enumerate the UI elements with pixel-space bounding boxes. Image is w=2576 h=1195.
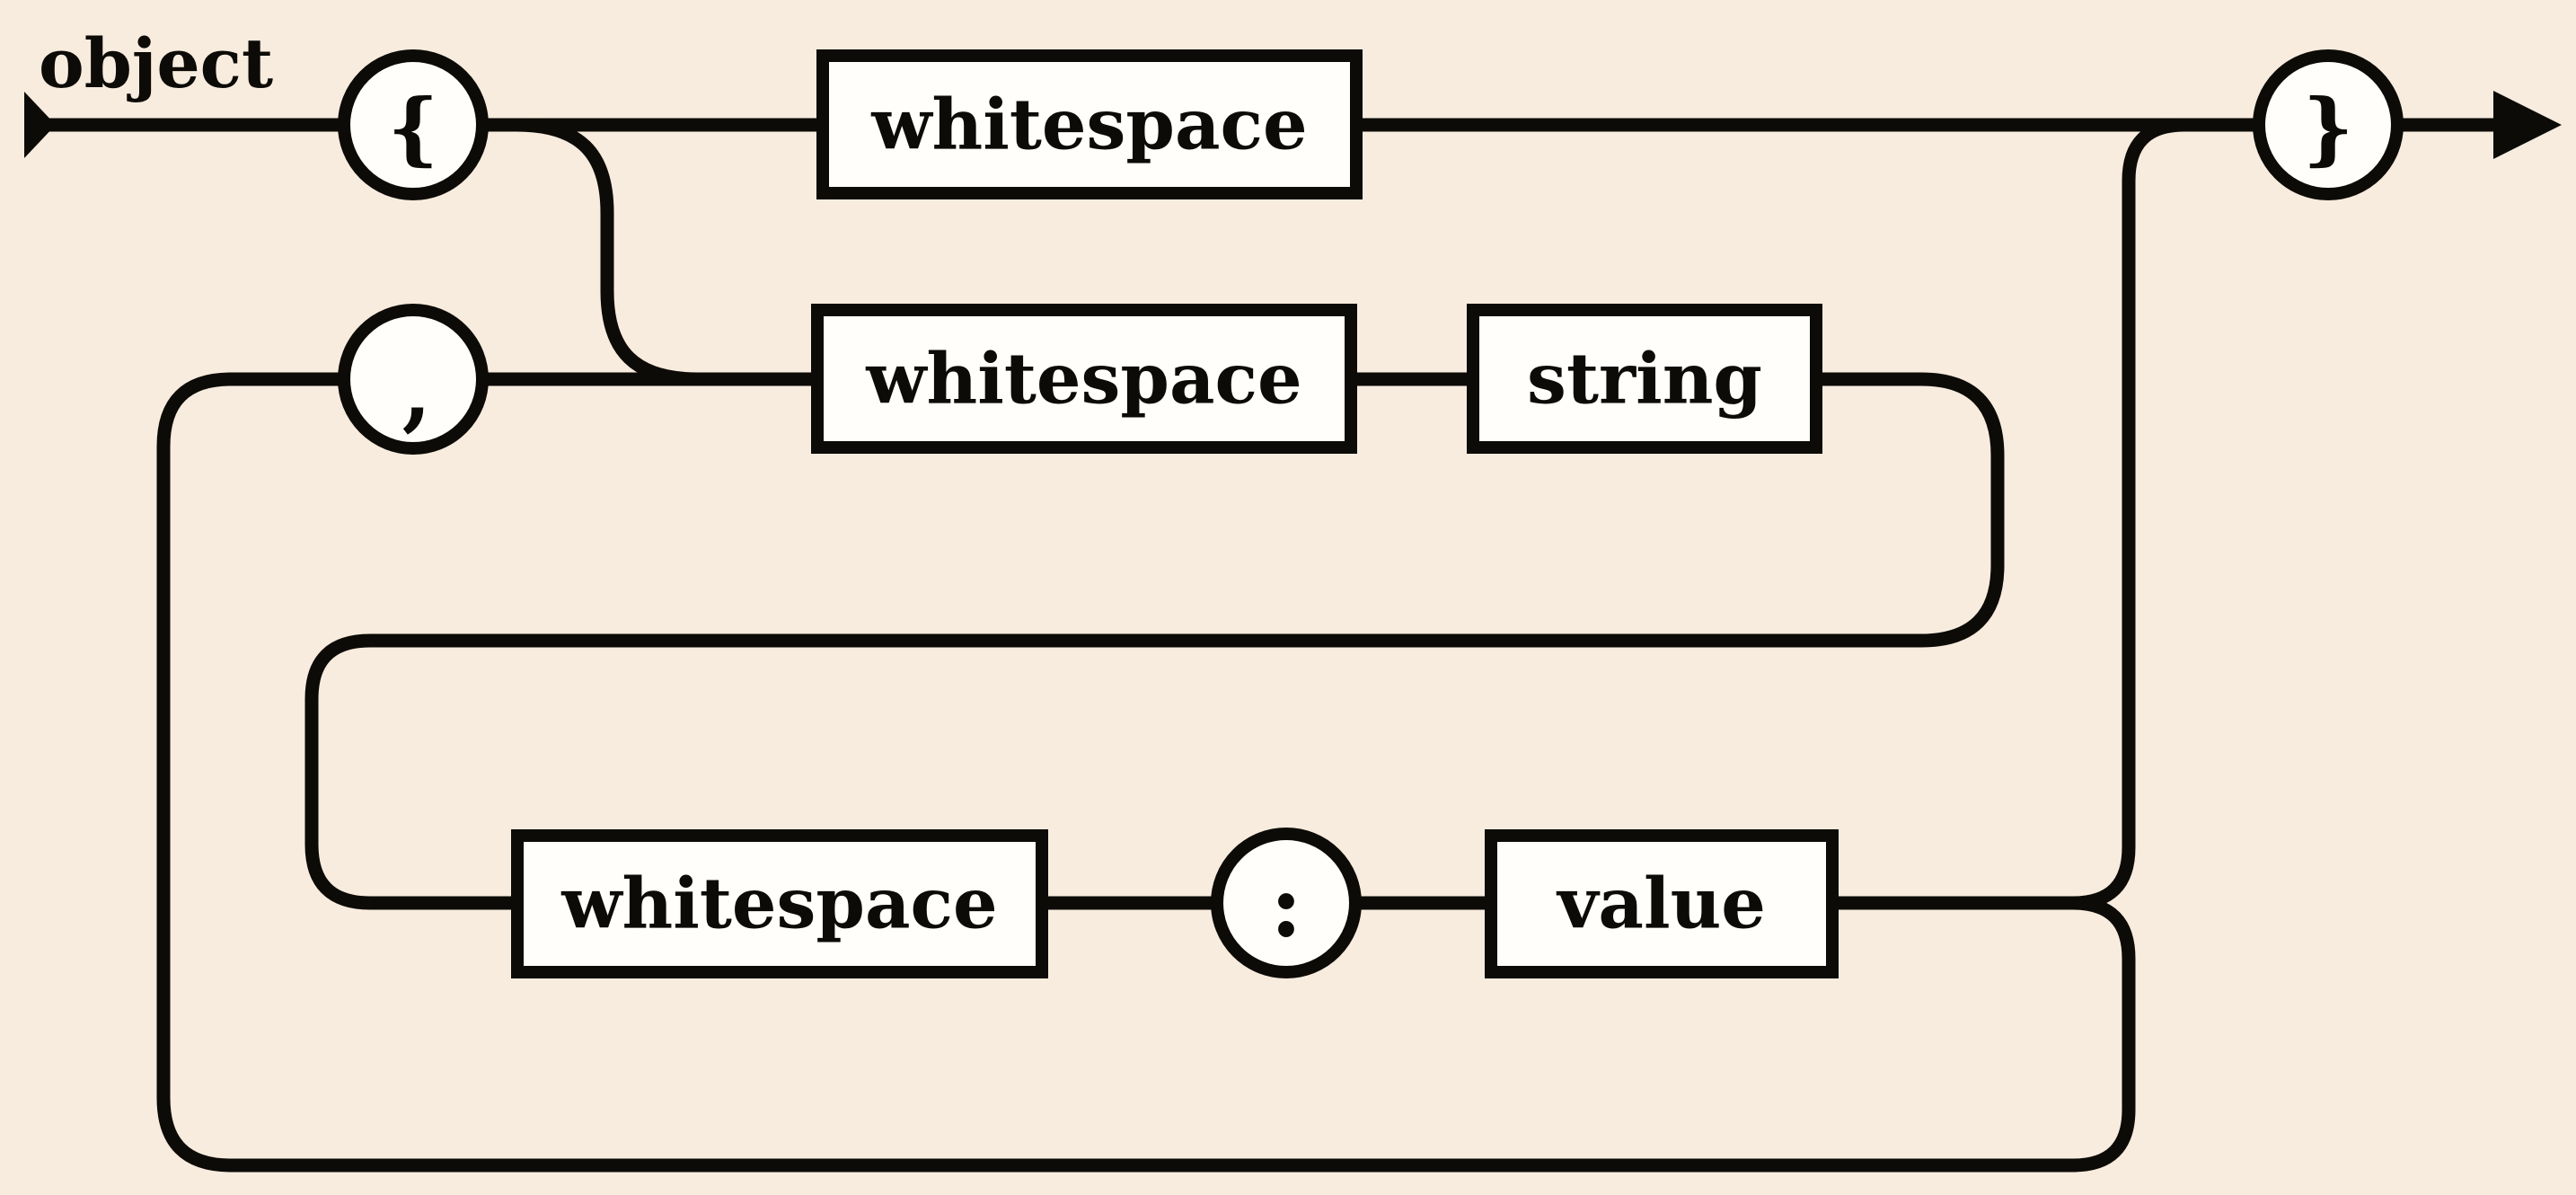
terminal-comma-glyph: , bbox=[402, 342, 432, 441]
start-arrow-icon bbox=[24, 92, 56, 158]
node-whitespace-top-box bbox=[816, 49, 1363, 199]
nonterminal-boxes bbox=[511, 49, 1839, 978]
node-whitespace-value-label: whitespace bbox=[560, 863, 997, 945]
node-value-box bbox=[1485, 829, 1839, 978]
terminal-open-brace-glyph: { bbox=[388, 81, 439, 174]
node-whitespace-value-box bbox=[511, 829, 1048, 978]
terminal-colon-circle bbox=[1211, 828, 1362, 978]
node-string-label: string bbox=[1527, 339, 1762, 420]
node-value-label: value bbox=[1556, 863, 1766, 945]
node-string-box bbox=[1467, 304, 1822, 454]
end-arrow-icon bbox=[2493, 91, 2562, 159]
wire-branch-down bbox=[516, 118, 699, 386]
terminal-close-brace-glyph: } bbox=[2303, 81, 2354, 174]
terminal-colon-glyph: : bbox=[1270, 855, 1301, 957]
arrows bbox=[24, 91, 2562, 159]
wire-comma-loop bbox=[156, 372, 2077, 1173]
wire-return-up bbox=[2072, 118, 2185, 910]
wire-wrap-line bbox=[304, 372, 2077, 910]
rule-title: object bbox=[39, 23, 273, 103]
node-whitespace-pair-box bbox=[811, 304, 1357, 454]
labels: object whitespace whitespace string whit… bbox=[39, 23, 2353, 957]
terminal-comma-circle bbox=[338, 304, 489, 455]
node-whitespace-top-label: whitespace bbox=[870, 84, 1307, 166]
wire-loop-down bbox=[2072, 896, 2136, 1173]
terminal-open-brace-circle bbox=[338, 49, 489, 200]
node-whitespace-pair-label: whitespace bbox=[865, 339, 1301, 420]
terminal-circles bbox=[338, 49, 2404, 978]
terminal-close-brace-circle bbox=[2253, 49, 2404, 200]
